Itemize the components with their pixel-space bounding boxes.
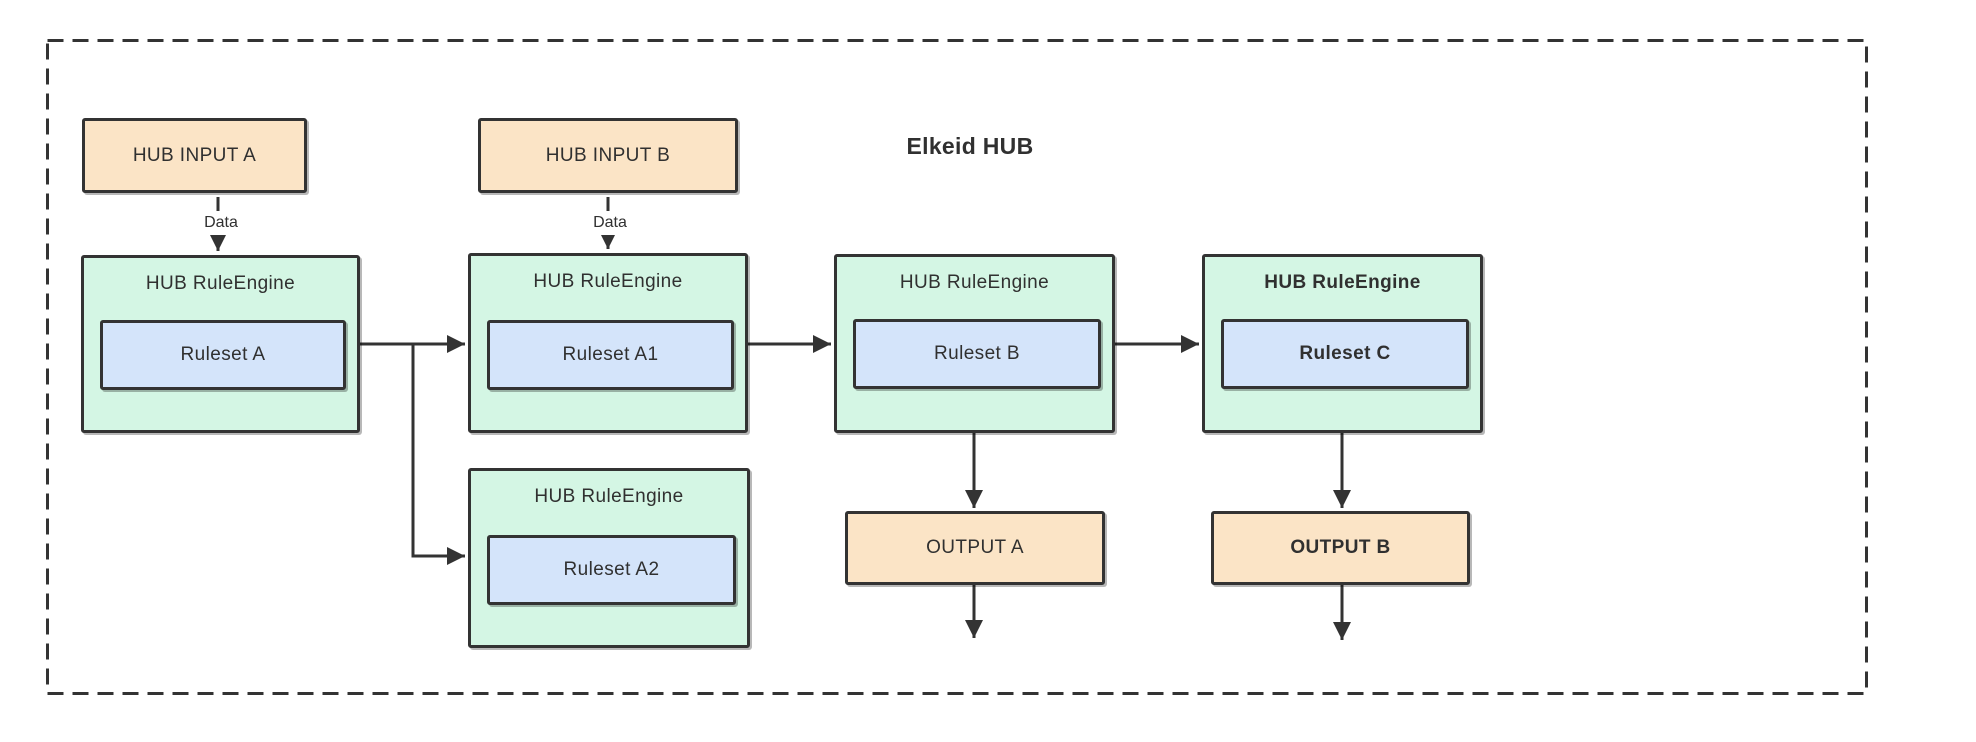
output-a-label: OUTPUT A (926, 537, 1024, 558)
ruleset-b-label: Ruleset B (934, 343, 1020, 364)
node-ruleset-a: Ruleset A (100, 320, 346, 390)
node-output-b: OUTPUT B (1211, 511, 1470, 585)
node-hub-input-a: HUB INPUT A (82, 118, 307, 193)
node-rule-engine-c: HUB RuleEngine Ruleset C (1202, 254, 1483, 433)
rule-engine-a-title: HUB RuleEngine (145, 273, 296, 294)
node-ruleset-c: Ruleset C (1221, 319, 1469, 389)
node-ruleset-a1: Ruleset A1 (487, 320, 734, 390)
hub-boundary-dashed-border (46, 39, 1868, 695)
edge-engineA-engineA2 (411, 344, 465, 565)
rule-engine-a1-title: HUB RuleEngine (533, 271, 683, 292)
ruleset-c-label: Ruleset C (1299, 343, 1391, 364)
hub-input-a-label: HUB INPUT A (132, 144, 257, 166)
hub-input-b-label: HUB INPUT B (545, 144, 671, 166)
node-rule-engine-a: HUB RuleEngine Ruleset A (81, 255, 360, 433)
node-output-a: OUTPUT A (845, 511, 1105, 585)
node-hub-input-b: HUB INPUT B (478, 118, 738, 193)
rule-engine-c-title: HUB RuleEngine (1264, 272, 1421, 293)
edge-label-data-a: Data (191, 211, 251, 235)
node-ruleset-a2: Ruleset A2 (487, 535, 736, 605)
node-rule-engine-a1: HUB RuleEngine Ruleset A1 (468, 253, 748, 433)
edge-label-data-b: Data (580, 211, 640, 235)
diagram-title: Elkeid HUB (906, 133, 1034, 159)
output-b-label: OUTPUT B (1290, 537, 1391, 558)
rule-engine-b-title: HUB RuleEngine (899, 272, 1050, 293)
ruleset-a-label: Ruleset A (180, 344, 266, 365)
node-rule-engine-b: HUB RuleEngine Ruleset B (834, 254, 1115, 433)
node-rule-engine-a2: HUB RuleEngine Ruleset A2 (468, 468, 750, 648)
rule-engine-a2-title: HUB RuleEngine (534, 486, 684, 507)
ruleset-a1-label: Ruleset A1 (562, 344, 659, 365)
ruleset-a2-label: Ruleset A2 (563, 559, 660, 580)
node-ruleset-b: Ruleset B (853, 319, 1101, 389)
